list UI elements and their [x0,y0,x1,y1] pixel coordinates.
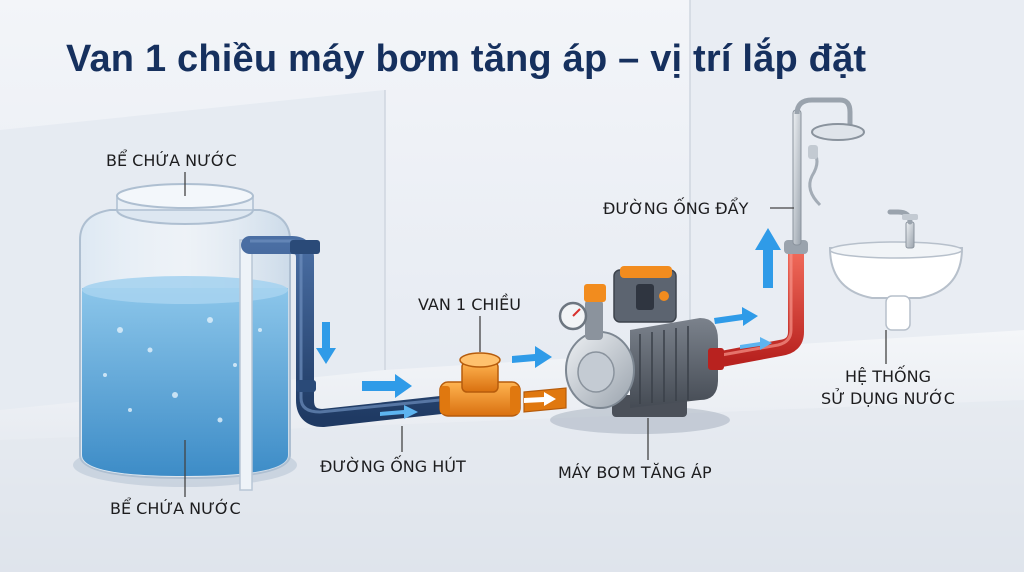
water-bubbles [103,317,262,423]
flow-arrows [316,228,781,419]
arrow-in-pipe [380,405,418,419]
label-usage-system: HỆ THỐNG SỬ DỤNG NƯỚC [818,366,958,410]
label-tank-top: BỂ CHỨA NƯỚC [106,151,237,170]
label-booster-pump: MÁY BƠM TĂNG ÁP [558,463,712,482]
shower-head [811,123,865,141]
arrow-to-valve [362,374,412,398]
booster-pump [550,266,730,434]
label-usage-line1: HỆ THỐNG [845,367,931,386]
label-suction-pipe: ĐƯỜNG ỐNG HÚT [320,457,466,476]
intake-pipe [239,239,253,491]
label-check-valve: VAN 1 CHIỀU [418,295,521,314]
diagram-title: Van 1 chiều máy bơm tăng áp – vị trí lắp… [66,38,867,80]
label-discharge-pipe: ĐƯỜNG ỐNG ĐẨY [603,199,749,218]
shower-fixture [792,97,865,246]
arrow-down [316,322,336,364]
arrow-up [755,228,781,288]
leader-lines [184,172,887,497]
arrow-in-red-pipe [740,337,772,350]
wash-basin [828,209,964,331]
label-tank-bottom: BỂ CHỨA NƯỚC [110,499,241,518]
water-tank [73,183,297,491]
arrow-to-pump [512,346,552,368]
water-level [82,288,288,476]
label-usage-line2: SỬ DỤNG NƯỚC [821,389,955,408]
pump-motor [630,318,718,408]
suction-pipe [241,236,459,427]
arrow-after-pump [714,307,758,326]
discharge-pipe [708,240,808,370]
arrow-in-valve [524,392,556,406]
